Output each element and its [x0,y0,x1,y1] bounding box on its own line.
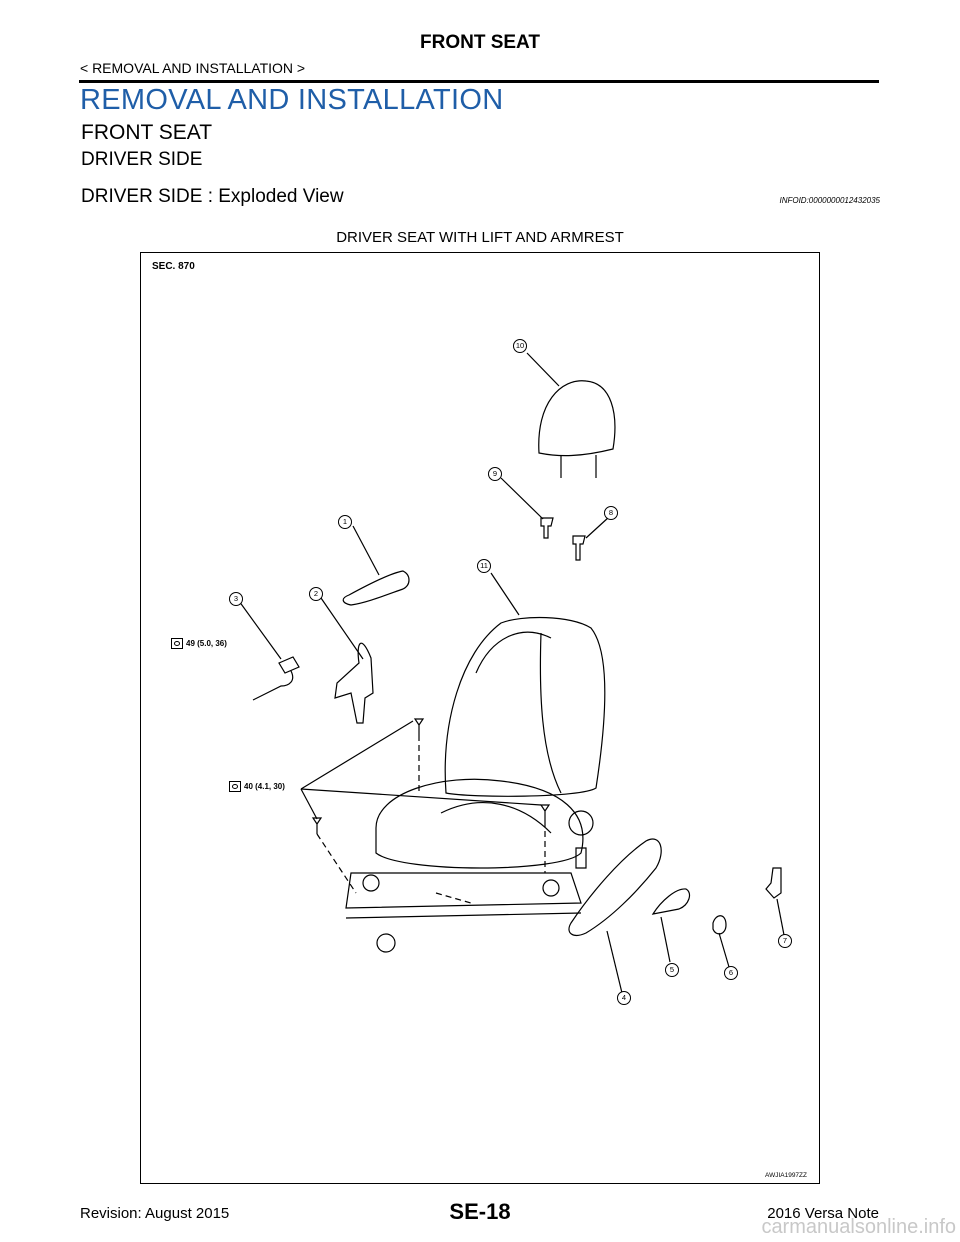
callout-8: 8 [604,506,618,520]
torque-spec-1: 49 (5.0, 36) [171,638,227,649]
revision-date: Revision: August 2015 [80,1205,230,1222]
figure-code: AWJIA1997ZZ [764,1172,807,1179]
callout-2: 2 [309,587,323,601]
watermark: carmanualsonline.info [761,1216,956,1238]
sub-subsection-heading: DRIVER SIDE [81,149,203,170]
info-id: INFOID:0000000012432035 [779,196,880,205]
torque-spec-2: 40 (4.1, 30) [229,781,285,792]
callout-6: 6 [724,966,738,980]
torque-wrench-icon [229,781,241,792]
breadcrumb: < REMOVAL AND INSTALLATION > [80,60,306,76]
callout-11: 11 [477,559,491,573]
callout-10: 10 [513,339,527,353]
section-number-label: SEC. 870 [152,261,195,272]
callout-7: 7 [778,934,792,948]
subsection-heading: FRONT SEAT [81,121,213,144]
section-heading: REMOVAL AND INSTALLATION [80,84,504,116]
page-header-title: FRONT SEAT [420,32,540,53]
header-divider [79,80,879,83]
vehicle-model: 2016 Versa Note [767,1205,879,1222]
torque-wrench-icon [171,638,183,649]
page-number: SE-18 [449,1199,511,1224]
torque-spec-2-value: 40 (4.1, 30) [244,782,285,791]
callout-1: 1 [338,515,352,529]
figure-caption: DRIVER SEAT WITH LIFT AND ARMREST [336,229,624,246]
callout-9: 9 [488,467,502,481]
callout-3: 3 [229,592,243,606]
seat-illustration [238,352,785,994]
torque-spec-1-value: 49 (5.0, 36) [186,639,227,648]
exploded-view-figure: SEC. 870 49 (5.0, 36) 40 (4.1, 30) 1 2 3… [140,252,820,1184]
callout-5: 5 [665,963,679,977]
topic-heading: DRIVER SIDE : Exploded View [81,186,344,207]
callout-4: 4 [617,991,631,1005]
